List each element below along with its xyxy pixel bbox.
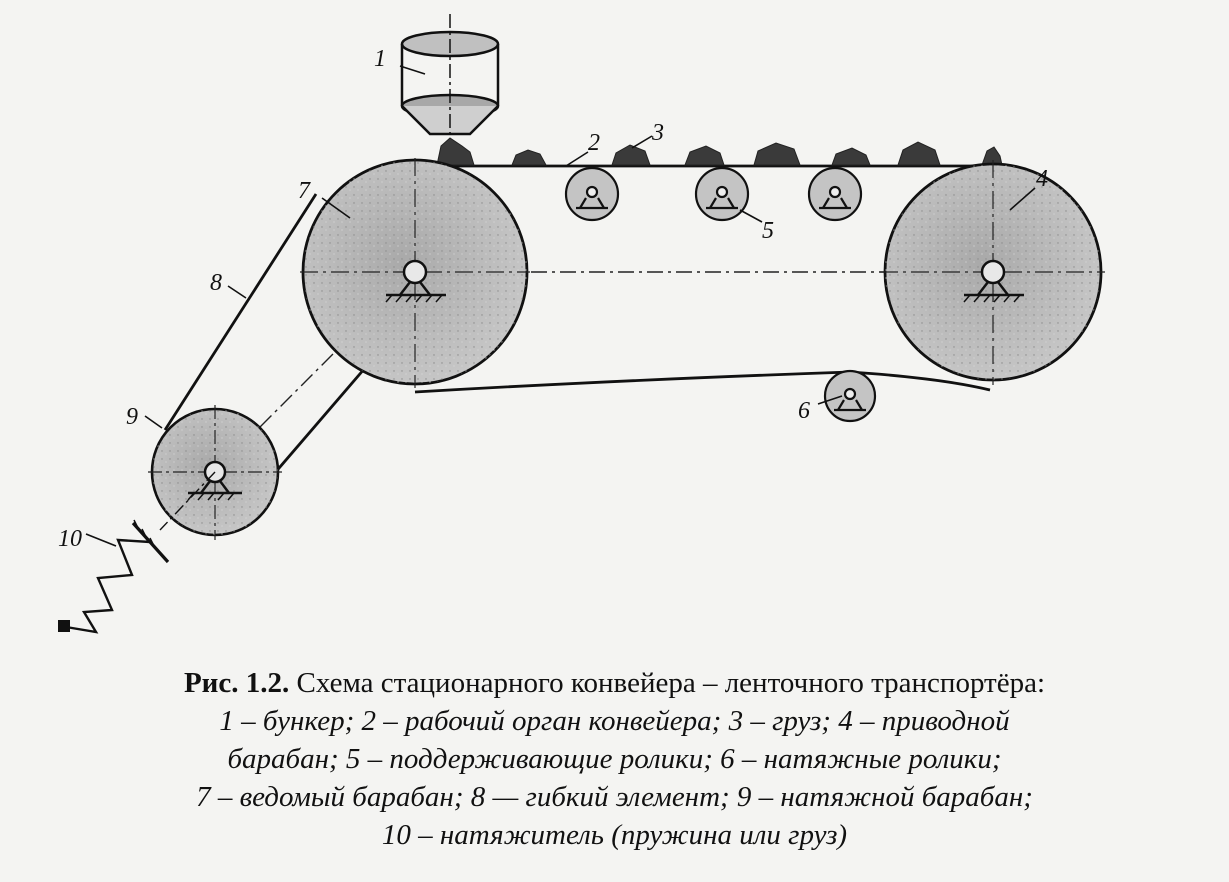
label-5: 5 [762,218,774,244]
figure-number: Рис. 1.2. [183,667,290,699]
label-6: 6 [798,398,810,424]
belt-lower-run [414,370,991,394]
cargo [436,137,1003,166]
tensioner [58,471,216,634]
caption-title: Схема стационарного конвейера – ленточно… [296,667,1046,699]
support-roller [807,166,863,222]
label-8: 8 [210,270,222,296]
bearing-icon [385,259,446,303]
label-4: 4 [1036,166,1048,192]
label-3: 3 [651,120,664,146]
spring [65,538,151,634]
conveyor-diagram: 1 2 3 4 5 6 7 8 9 10 [58,14,1105,634]
label-10: 10 [58,526,82,552]
label-1: 1 [374,46,386,72]
anchor [58,620,70,632]
support-rollers [564,166,863,222]
label-7: 7 [298,178,311,204]
spring-plate [131,521,170,564]
belt [414,164,993,394]
driven-drum [300,158,530,388]
caption-line: 10 – натяжитель (пружина или груз) [381,819,848,851]
support-roller [694,166,750,222]
caption-line: барабан; 5 – поддерживающие ролики; 6 – … [227,743,1002,775]
label-9: 9 [126,404,138,430]
support-roller [564,166,620,222]
caption-line: 7 – ведомый барабан; 8 — гибкий элемент;… [196,781,1033,813]
bearing-icon [963,259,1024,303]
caption-first-line: Рис. 1.2. Схема стационарного конвейера … [30,664,1199,702]
figure-caption: Рис. 1.2. Схема стационарного конвейера … [30,664,1199,854]
label-2: 2 [588,130,600,156]
leader-lines [85,65,1036,547]
drive-drum [880,160,1105,385]
hopper [400,14,500,150]
caption-line: 1 – бункер; 2 – рабочий орган конвейера;… [219,705,1010,737]
tension-roller [823,369,877,423]
